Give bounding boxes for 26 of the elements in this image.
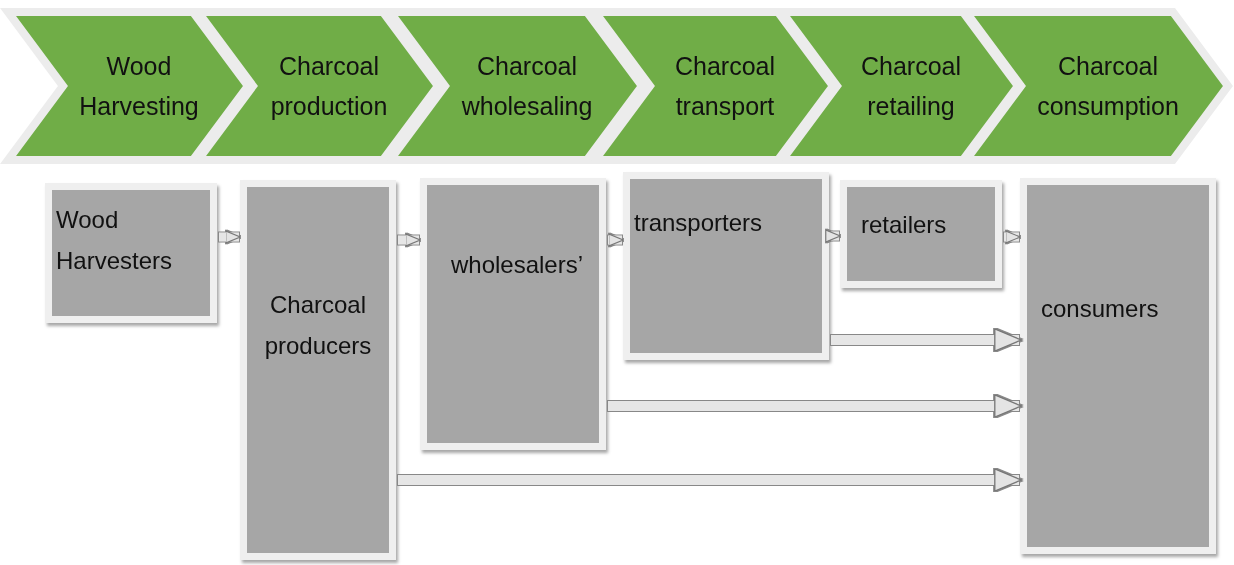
actor-box	[45, 183, 217, 323]
step-label: Charcoal transport	[673, 51, 777, 122]
step-label: Charcoal consumption	[1036, 51, 1180, 122]
block-arrow	[825, 229, 841, 243]
block-arrow	[398, 468, 1022, 492]
box-label: retailers	[861, 210, 948, 240]
block-arrow	[398, 233, 421, 247]
block-arrow	[831, 328, 1022, 352]
block-arrow	[608, 233, 624, 247]
block-arrow	[219, 230, 241, 244]
actor-box	[240, 180, 396, 560]
block-arrow	[1004, 230, 1021, 244]
actor-box	[1020, 178, 1216, 554]
step-label: Charcoal retailing	[859, 51, 963, 122]
step-label: Wood Harvesting	[78, 51, 200, 122]
step-label: Charcoal production	[269, 51, 389, 122]
block-arrow	[608, 394, 1022, 418]
box-label: transporters	[634, 208, 764, 238]
step-label: Charcoal wholesaling	[460, 51, 594, 122]
actor-box	[420, 178, 606, 450]
box-label: consumers	[1041, 294, 1160, 324]
box-label: Wood Harvesters	[56, 205, 174, 276]
actor-box	[840, 180, 1002, 288]
box-label: Charcoal producers	[263, 290, 373, 361]
actor-box	[623, 172, 829, 360]
box-label: wholesalers’	[449, 250, 585, 280]
